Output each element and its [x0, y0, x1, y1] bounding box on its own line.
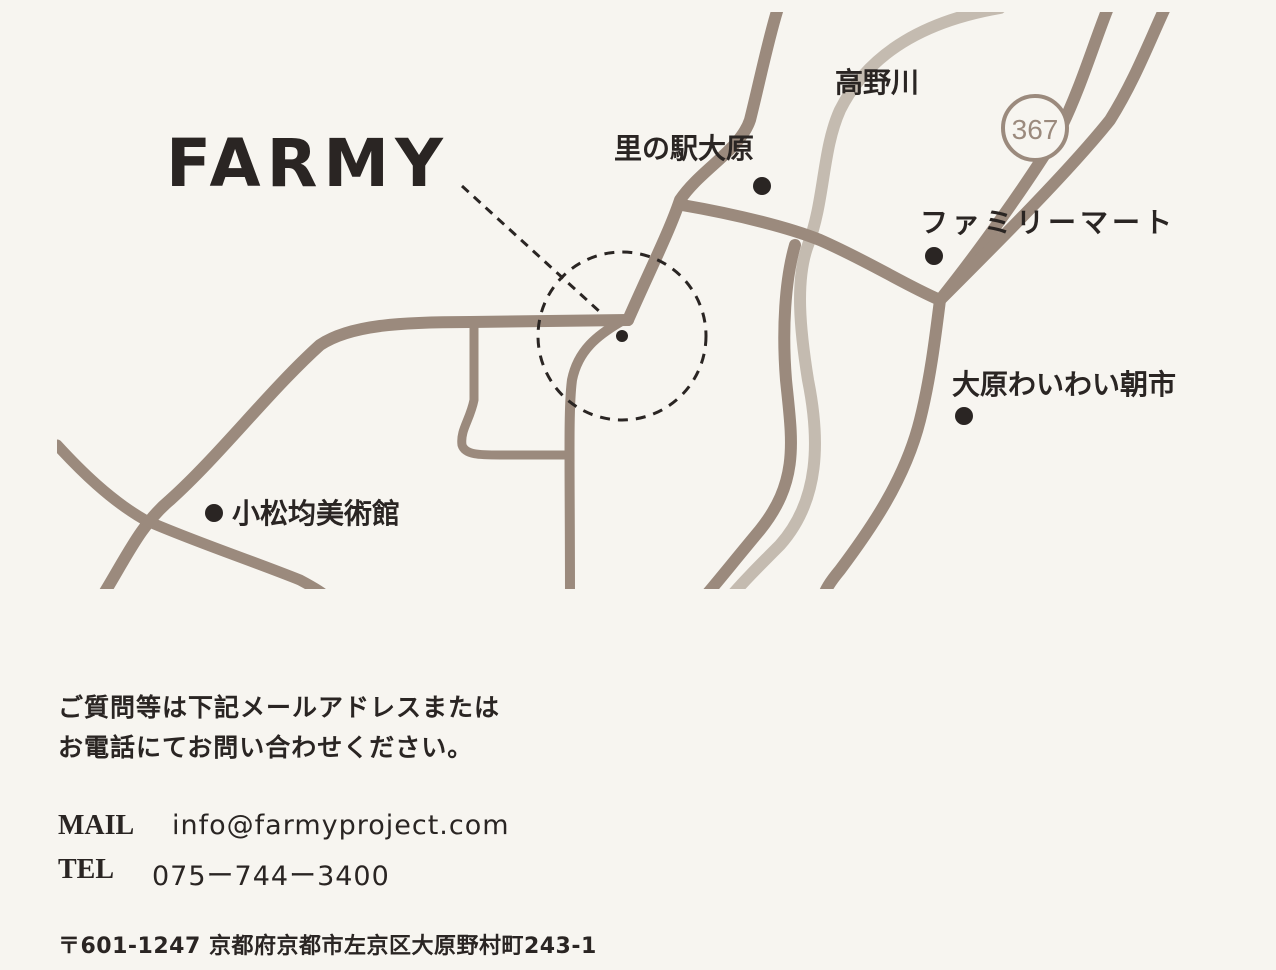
- river-takano: [729, 12, 1005, 589]
- contact-section: ご質問等は下記メールアドレスまたは お電話にてお問い合わせください。 MAIL …: [58, 688, 596, 959]
- museum-marker: [205, 504, 223, 522]
- contact-intro: ご質問等は下記メールアドレスまたは お電話にてお問い合わせください。: [58, 688, 500, 768]
- road-north: [622, 12, 784, 326]
- route-367-south: [819, 294, 946, 589]
- station-marker: [753, 177, 771, 195]
- road-south: [564, 317, 625, 589]
- contact-intro-line-2: お電話にてお問い合わせください。: [58, 733, 474, 762]
- address: 〒601-1247 京都府京都市左京区大原野村町243-1: [58, 934, 597, 959]
- contact-intro-line-1: ご質問等は下記メールアドレスまたは: [58, 693, 501, 722]
- museum-label: 小松均美術館: [232, 497, 400, 530]
- road-riverside: [703, 239, 801, 589]
- station-label: 里の駅大原: [614, 132, 754, 165]
- road-east: [676, 199, 946, 306]
- road-main-west: [99, 314, 634, 589]
- route-367-branch-b: [934, 12, 1170, 306]
- leader-line: [460, 184, 602, 314]
- mail-label: MAIL: [58, 810, 135, 841]
- farmy-location-dot: [616, 330, 628, 342]
- river-label: 高野川: [835, 66, 919, 99]
- road-loop: [457, 317, 575, 460]
- road-southwest: [57, 439, 326, 589]
- brand-logo: FARMY: [166, 125, 449, 202]
- market-marker: [955, 407, 973, 425]
- farmy-location-circle: [536, 250, 708, 422]
- route-367-marker: [1001, 94, 1069, 162]
- mail-link[interactable]: info@farmyproject.com: [172, 810, 510, 841]
- family-mart-label: ファミリーマート: [920, 206, 1176, 239]
- access-map: FARMY 367 高野川 里の駅大原 ファミリーマート 大原わいわい朝市 小松…: [57, 12, 1176, 589]
- market-label: 大原わいわい朝市: [952, 368, 1176, 401]
- family-mart-marker: [925, 247, 943, 265]
- tel-link[interactable]: 075ー744ー3400: [152, 861, 390, 892]
- route-367-label: 367: [1012, 114, 1059, 145]
- tel-label: TEL: [58, 854, 115, 885]
